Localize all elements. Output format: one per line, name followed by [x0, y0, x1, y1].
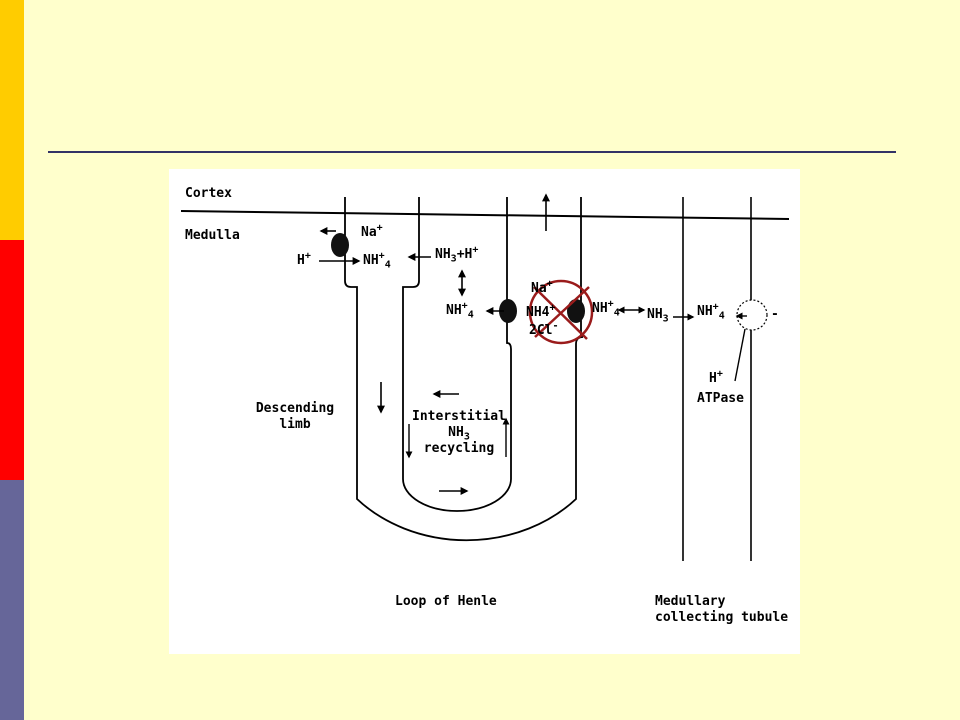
- loop-inner-wall: [402, 197, 512, 512]
- interstitial-nh4-label: NH+4: [446, 300, 474, 321]
- nh4-ion-label: NH+4: [363, 250, 391, 271]
- collecting-nh4-left-label: NH+4: [592, 298, 620, 319]
- cotransporter-cl-label: 2Cl-: [529, 320, 559, 338]
- h-atpase-label: ATPase: [697, 391, 744, 406]
- accent-bar-red: [0, 240, 24, 480]
- accent-bar-yellow: [0, 0, 24, 240]
- collecting-nh3-label: NH3: [647, 307, 669, 325]
- cortex-medulla-boundary: [180, 210, 790, 220]
- inhibition-mark: [528, 279, 594, 345]
- thick-limb-transporter-basolateral: [499, 299, 517, 323]
- h-ion-label: H+: [297, 250, 311, 268]
- na-ion-label: Na+: [361, 222, 383, 240]
- loop-of-henle-label: Loop of Henle: [395, 594, 497, 609]
- nephron-ammonium-diagram: Cortex Medulla Na+ H+ NH+4 NH3+H+ NH+4 N…: [169, 169, 800, 654]
- thick-limb-transporter-apical: [567, 299, 585, 323]
- interstitial-recycling-label: Interstitial NH3 recycling: [412, 409, 506, 456]
- title-divider: [48, 151, 896, 153]
- accent-bar-blue: [0, 480, 24, 720]
- cotransporter-na-label: Na+: [531, 278, 553, 296]
- diagram-drawing: [180, 193, 790, 561]
- descending-exchanger: [331, 233, 349, 257]
- collecting-nh4-right-label: NH+4: [697, 301, 725, 322]
- cortex-label: Cortex: [185, 186, 232, 201]
- nh3-h-label: NH3+H+: [435, 244, 479, 265]
- h-atpase-h-label: H+: [709, 368, 723, 386]
- cotransporter-nh4-label: NH4+: [526, 302, 556, 320]
- atpase-leader-line: [734, 328, 746, 382]
- pump-minus-label: -: [771, 307, 779, 322]
- loop-outer-wall: [344, 197, 584, 542]
- h-atpase-pump: [736, 299, 768, 331]
- medulla-label: Medulla: [185, 228, 240, 243]
